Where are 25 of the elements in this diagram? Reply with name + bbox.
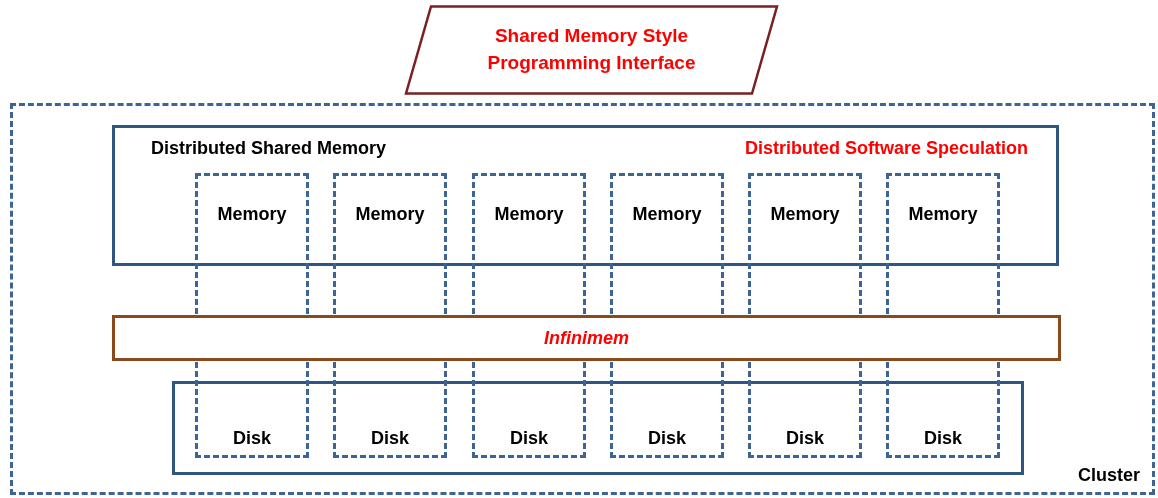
disk-label: Disk (785, 428, 825, 449)
layer-box (112, 315, 1061, 361)
memory-label: Memory (631, 204, 703, 225)
node-dashed-column (195, 173, 309, 458)
storage-box (172, 381, 1024, 475)
node-dashed-column (886, 173, 1000, 458)
layer-box (112, 125, 1059, 266)
cluster-label: Cluster (1078, 465, 1140, 486)
node-dashed-column (748, 173, 862, 458)
layer-label: Distributed Software Speculation (744, 138, 1028, 159)
node-dashed-column (333, 173, 447, 458)
disk-label: Disk (370, 428, 410, 449)
disk-label: Disk (923, 428, 963, 449)
layer-label: Infinimem (544, 327, 629, 349)
memory-label: Memory (493, 204, 565, 225)
memory-label: Memory (907, 204, 979, 225)
disk-label: Disk (509, 428, 549, 449)
cluster-dashed-box (10, 103, 1155, 495)
disk-label: Disk (232, 428, 272, 449)
disk-label: Disk (647, 428, 687, 449)
memory-label: Memory (354, 204, 426, 225)
interface-label: Shared Memory Style Programming Interface (486, 24, 697, 75)
memory-label: Memory (216, 204, 288, 225)
memory-label: Memory (769, 204, 841, 225)
layer-title: Distributed Shared Memory (151, 138, 387, 159)
